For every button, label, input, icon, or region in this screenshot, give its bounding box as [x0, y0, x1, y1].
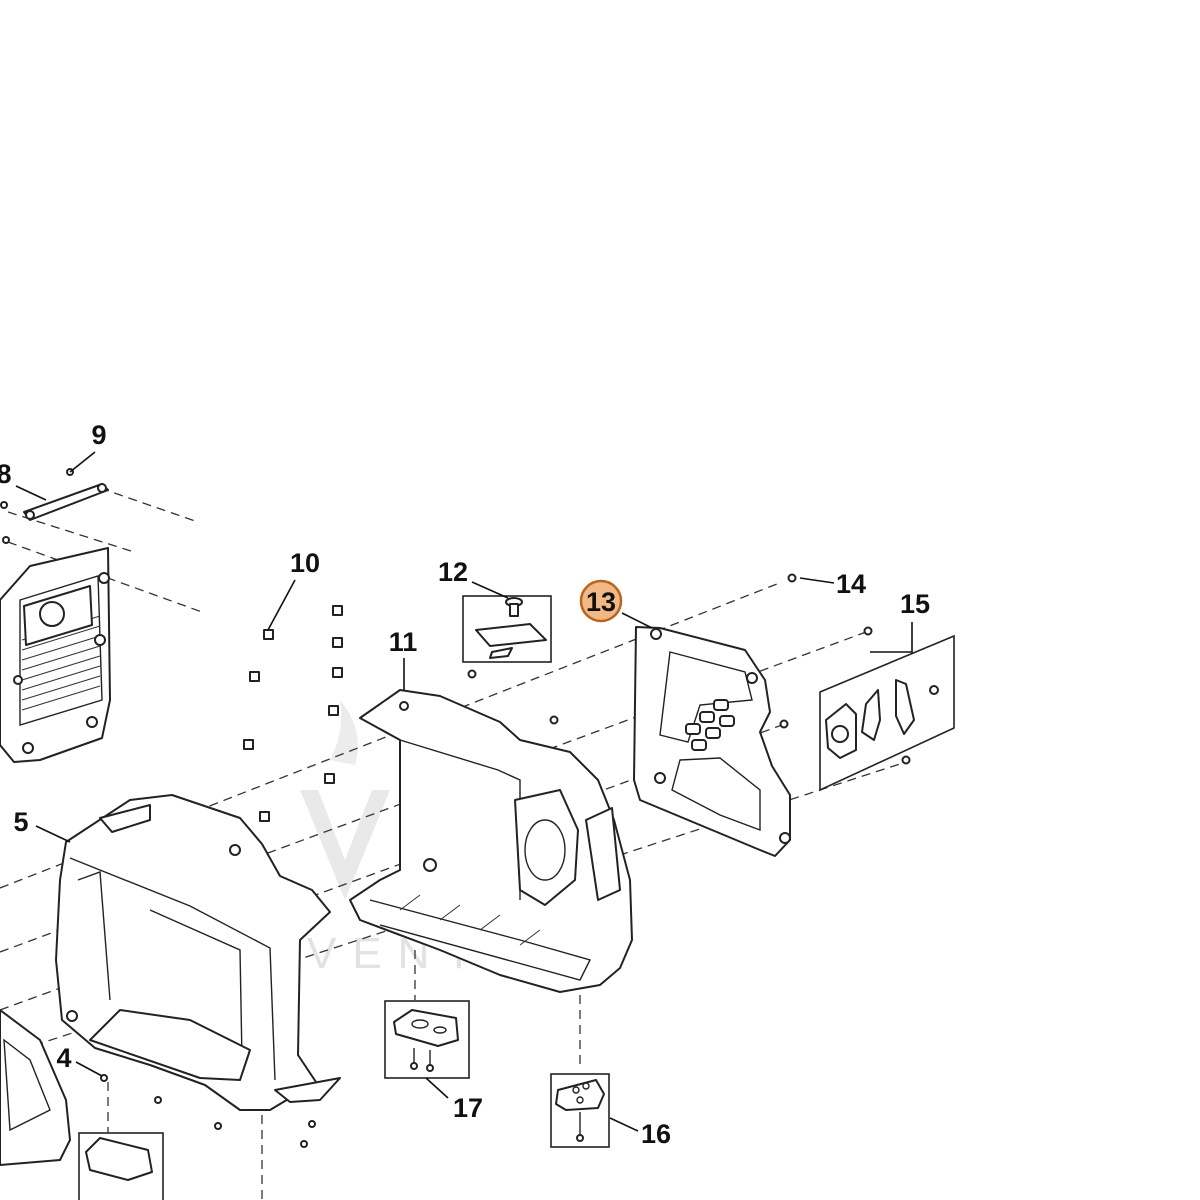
- callout-13[interactable]: 13: [586, 587, 616, 617]
- callout-16[interactable]: 16: [641, 1119, 671, 1149]
- callout-labels: 9 8 10 12 13 14 15 11 5 4 17 16: [0, 420, 930, 1149]
- callout-8[interactable]: 8: [0, 459, 12, 489]
- callout-5[interactable]: 5: [13, 807, 28, 837]
- clip-nuts: [243, 605, 343, 822]
- part-16-box: [550, 1073, 610, 1148]
- callout-9[interactable]: 9: [91, 420, 106, 450]
- callout-12[interactable]: 12: [438, 557, 468, 587]
- screws-14: [467, 573, 911, 765]
- callout-4[interactable]: 4: [56, 1043, 71, 1073]
- callout-11[interactable]: 11: [389, 627, 418, 657]
- side-cover-part: [633, 626, 791, 857]
- callout-15[interactable]: 15: [900, 589, 930, 619]
- front-housing-part: [55, 794, 341, 1111]
- rear-housing-part: [349, 689, 633, 993]
- callout-17[interactable]: 17: [453, 1093, 483, 1123]
- part-15-box: [819, 634, 955, 792]
- handle-bar-part: [0, 468, 109, 544]
- part-17-box: [384, 1000, 470, 1079]
- left-grille-panel: [0, 547, 111, 763]
- callout-10[interactable]: 10: [290, 548, 320, 578]
- part-12-box: [462, 595, 552, 663]
- callout-14[interactable]: 14: [836, 569, 866, 599]
- left-bottom-parts: [0, 1009, 316, 1200]
- leader-lines: [15, 451, 913, 1132]
- callout-13-highlight[interactable]: [579, 579, 623, 623]
